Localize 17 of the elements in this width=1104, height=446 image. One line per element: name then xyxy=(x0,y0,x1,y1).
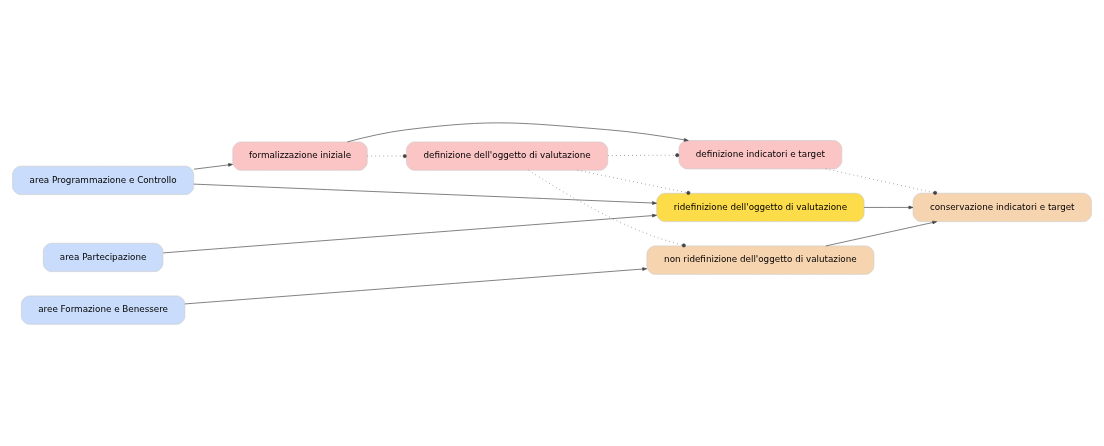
connector xyxy=(825,168,938,195)
connector xyxy=(528,169,686,247)
arrow xyxy=(863,205,914,209)
arrow xyxy=(193,162,233,170)
connector xyxy=(607,152,680,157)
arrow xyxy=(193,183,657,205)
arrow xyxy=(825,220,937,246)
arrow xyxy=(162,213,657,253)
node-box: area Programmazione e Controllo xyxy=(12,165,194,195)
node-box: aree Formazione e Benessere xyxy=(21,295,186,325)
arrow xyxy=(184,266,648,304)
connector xyxy=(367,153,407,158)
node-box: area Partecipazione xyxy=(43,242,164,272)
arrow xyxy=(347,122,689,142)
connector xyxy=(577,169,691,195)
node-box: definizione dell'oggetto di valutazione xyxy=(406,141,609,171)
node-box: formalizzazione iniziale xyxy=(232,141,368,171)
